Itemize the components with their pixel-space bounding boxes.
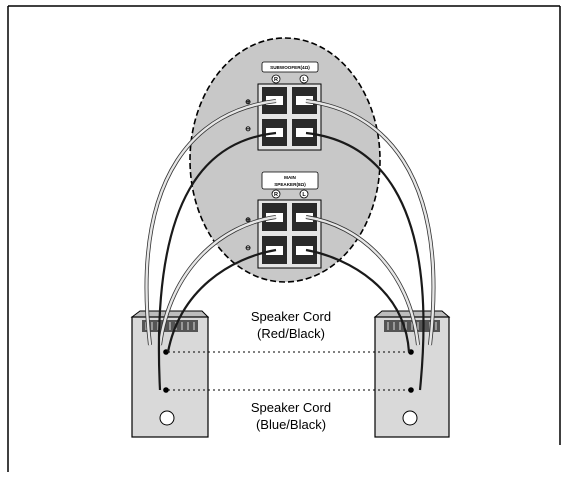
channel-left-label: L: [302, 77, 306, 83]
main-speaker-label-line2: SPEAKER(8Ω): [274, 182, 306, 187]
left-speaker: [130, 310, 210, 438]
speaker-cords-dark: [157, 131, 425, 391]
subwoofer-terminal-block: [257, 83, 322, 151]
subwoofer-minus-marker: ⊖: [245, 126, 251, 133]
main-plus-marker: ⊕: [245, 217, 251, 224]
main-terminal-block: [257, 199, 322, 269]
main-minus-marker: ⊖: [245, 245, 251, 252]
subwoofer-label: SUBWOOFER(4Ω): [270, 65, 310, 70]
main-channel-markers: R L: [271, 189, 309, 199]
main-channel-left-label: L: [302, 192, 306, 198]
cord-red-black-label-line1: Speaker Cord: [251, 309, 331, 324]
cord-blue-black-label-line2: (Blue/Black): [256, 417, 326, 432]
subwoofer-plus-marker: ⊕: [245, 99, 251, 106]
channel-right-label: R: [274, 77, 278, 83]
main-speaker-label-box: [261, 171, 319, 190]
speaker-cords-light: [144, 99, 436, 346]
main-channel-right-label: R: [274, 192, 278, 198]
left-speaker-woofer: [159, 410, 175, 426]
main-speaker-label-line1: MAIN: [284, 175, 296, 180]
cord-blue-black-label-line1: Speaker Cord: [251, 400, 331, 415]
cord-red-black-label-line2: (Red/Black): [257, 326, 325, 341]
right-speaker-woofer: [402, 410, 418, 426]
diagram-frame: [7, 5, 561, 472]
rear-panel: [189, 37, 381, 283]
right-speaker: [373, 310, 451, 438]
subwoofer-label-box: [261, 61, 319, 73]
subwoofer-channel-markers: R L: [271, 74, 309, 84]
